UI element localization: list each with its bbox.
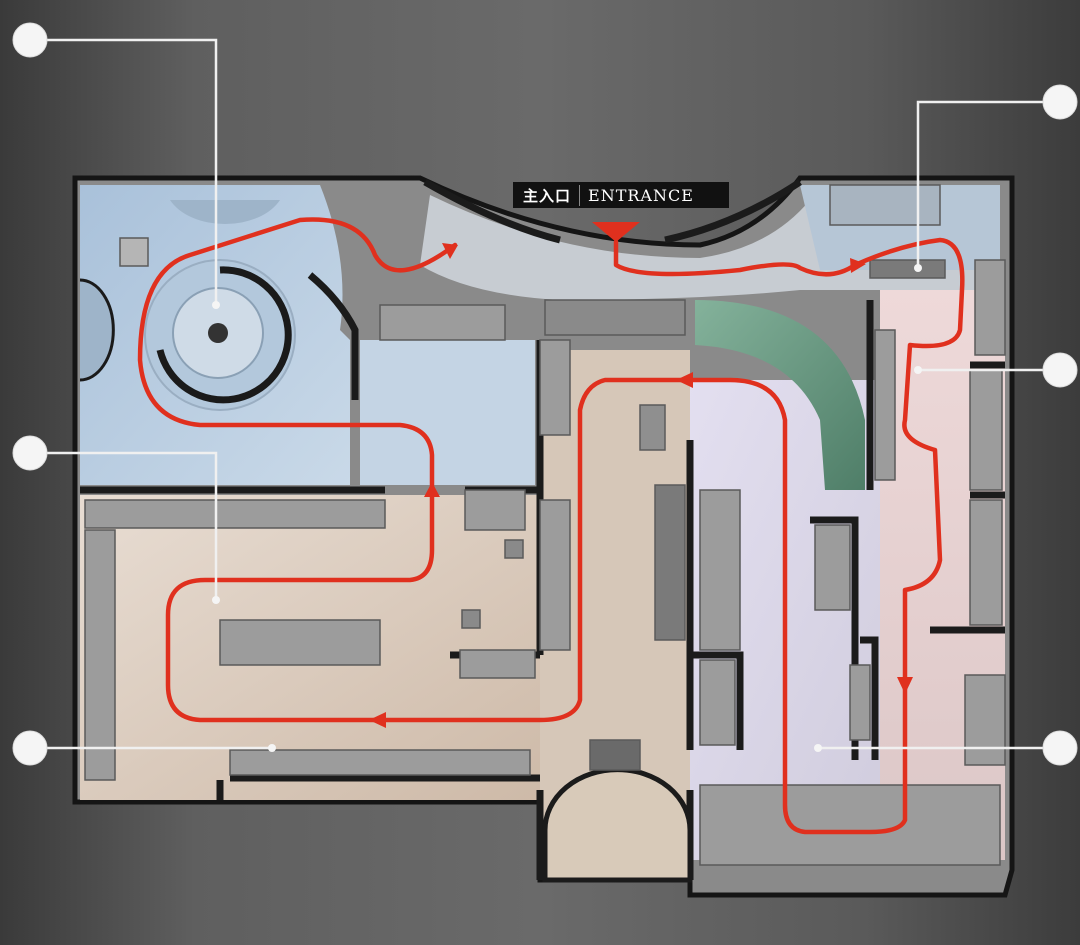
display-cases [84, 184, 1006, 866]
zone-green-curve [695, 300, 865, 490]
arrow-up-right-icon [442, 243, 458, 259]
arrow-left-icon [676, 372, 693, 388]
callout-right-upper [1042, 352, 1078, 388]
bottom-niche [542, 767, 693, 883]
entrance-marker-icon [592, 222, 640, 242]
zone-blue-central [360, 340, 535, 485]
rotunda [79, 200, 296, 411]
callout-anchor-dots [212, 264, 922, 752]
callout-top-right [1042, 84, 1078, 120]
arrow-down-icon [897, 677, 913, 694]
arrow-up-icon [424, 482, 440, 497]
arrow-left-icon [369, 712, 386, 728]
callout-right-lower [1042, 730, 1078, 766]
entrance-label-zh: 主入口 [513, 184, 581, 206]
arrow-right-icon [850, 258, 866, 273]
route-arrows [369, 243, 913, 728]
callout-leaders [32, 38, 1058, 750]
entrance-label: 主入口 ENTRANCE [513, 182, 729, 208]
callout-left-lower [12, 730, 48, 766]
callout-left-middle [12, 435, 48, 471]
entrance-label-en: ENTRANCE [588, 185, 694, 205]
visitor-route-path [137, 217, 965, 835]
zone-beige-center [540, 350, 690, 880]
callout-top-left-rotunda [12, 22, 48, 58]
callout-markers [12, 22, 1078, 766]
